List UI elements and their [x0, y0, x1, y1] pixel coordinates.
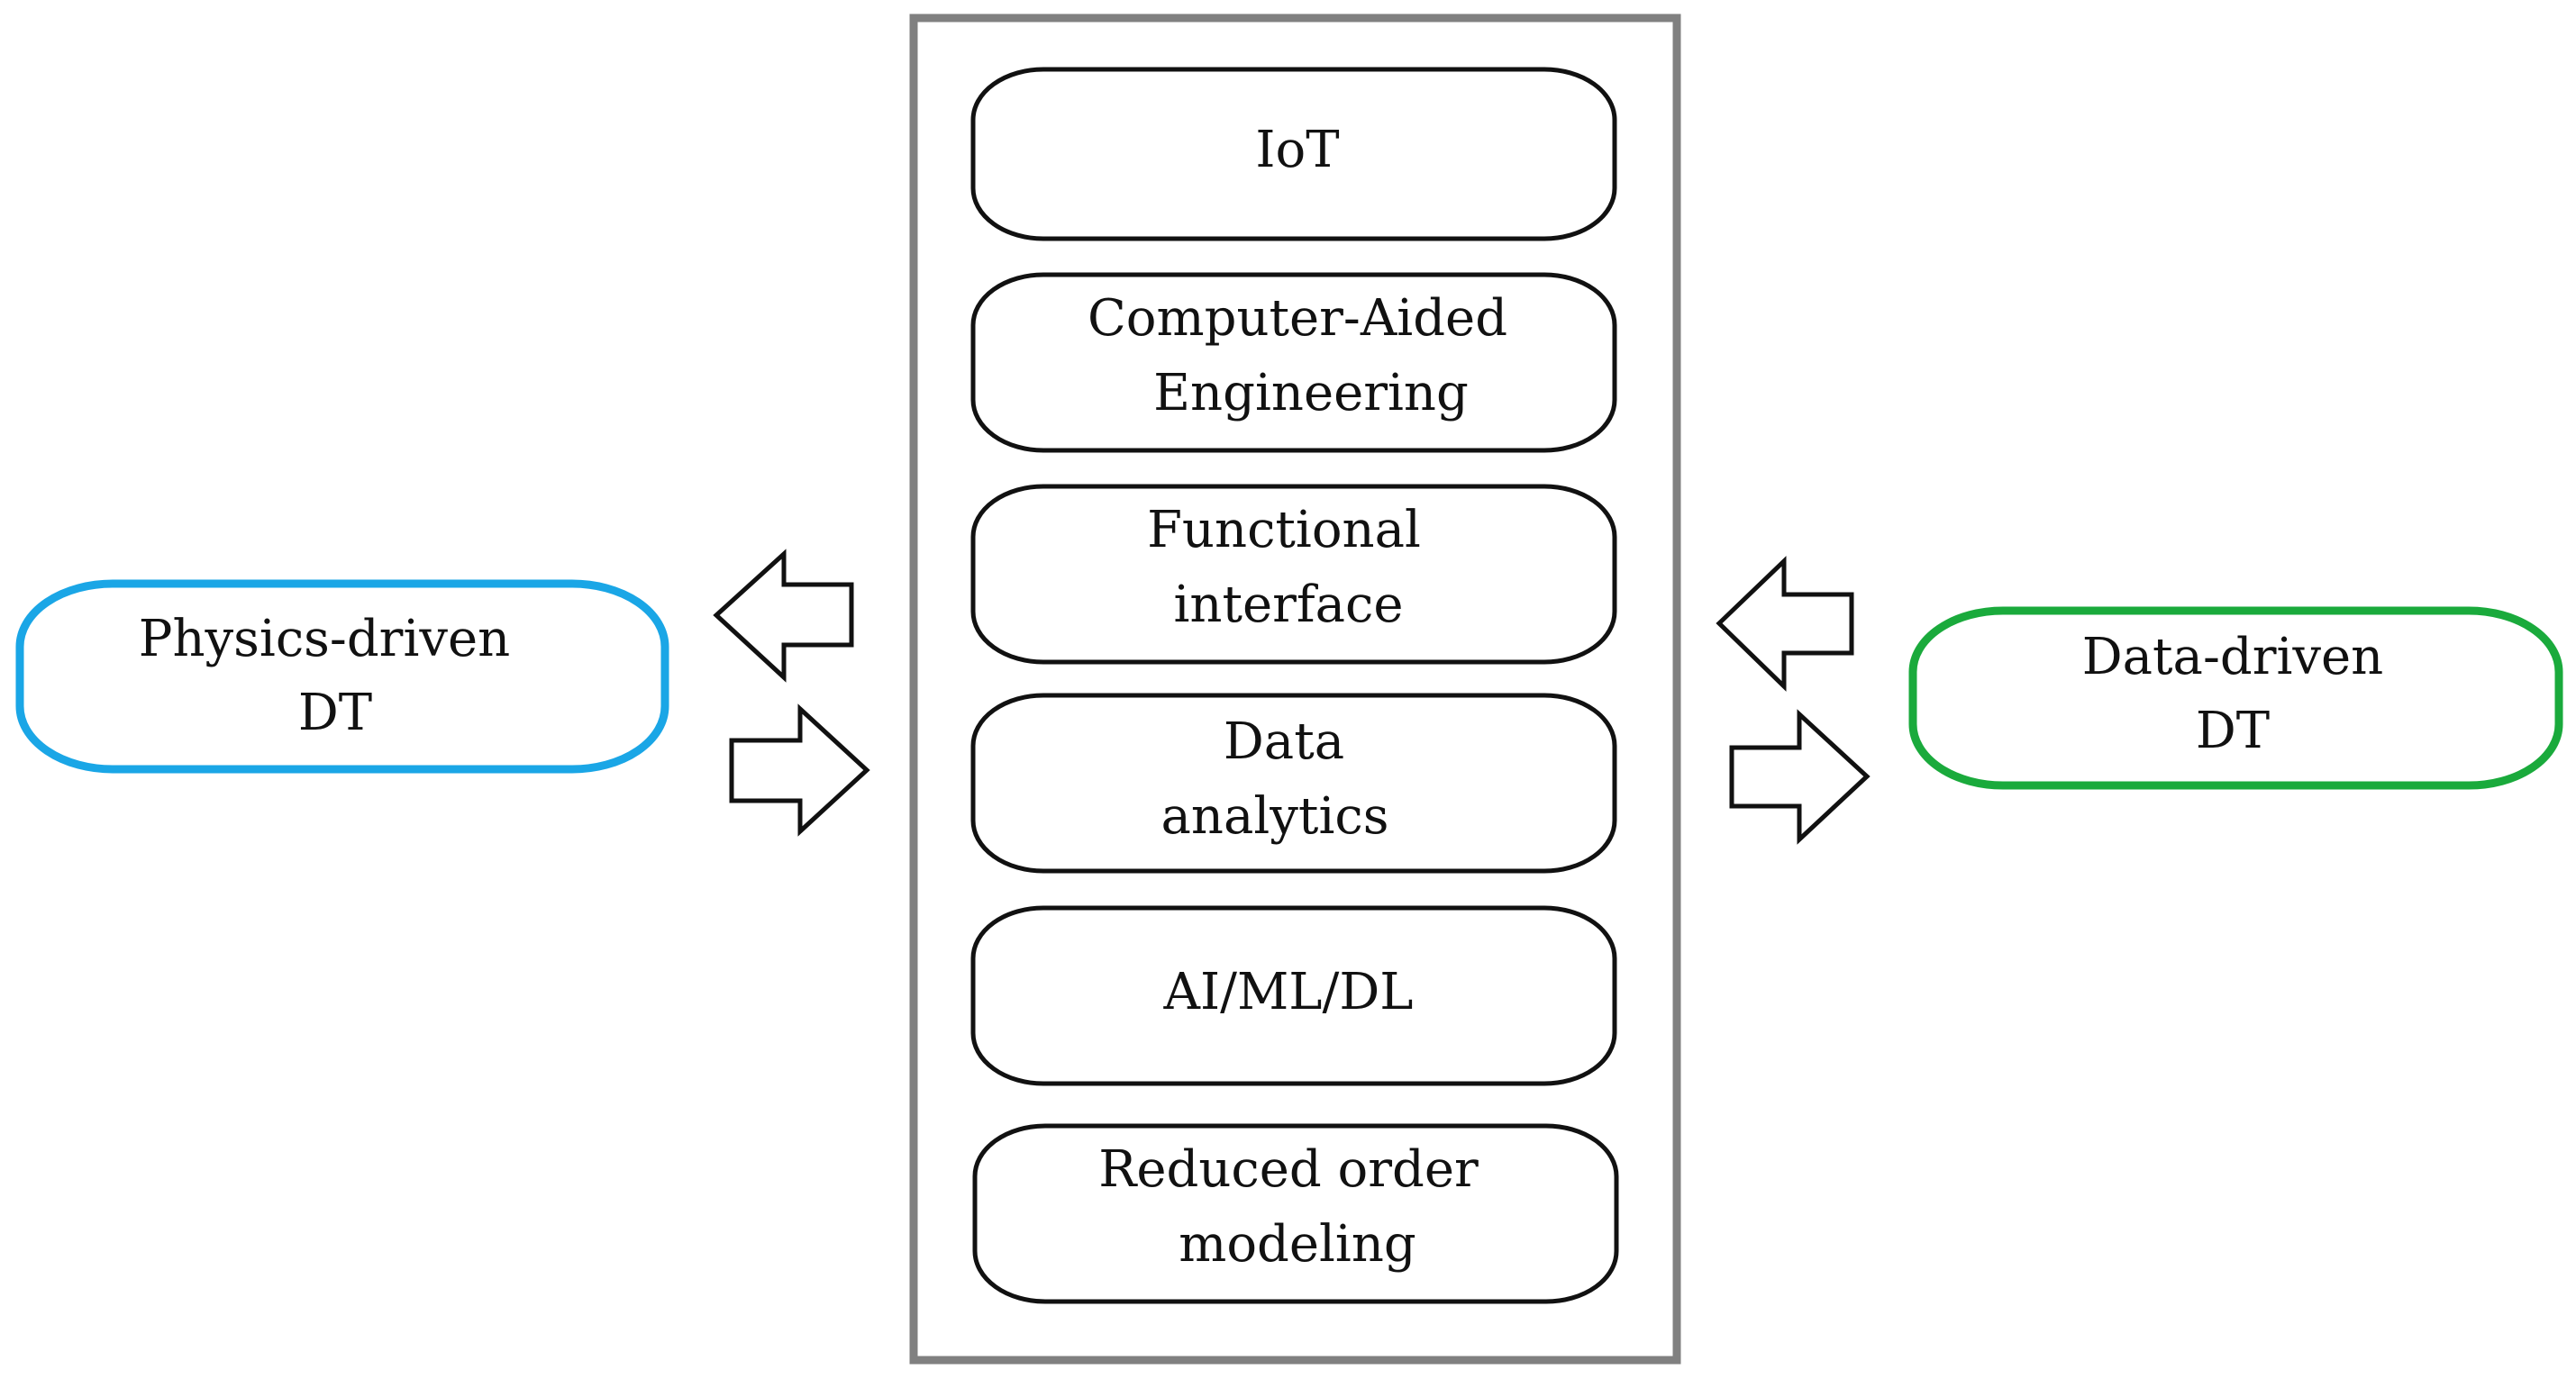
tech-item-cae-box — [970, 272, 1617, 453]
arrow-left-icon — [713, 549, 854, 683]
tech-item-functional-label-line1: Functional — [1147, 501, 1421, 559]
arrow-right-icon — [729, 703, 870, 837]
physics-driven-dt-box: Physics-driven DT — [15, 579, 669, 774]
tech-item-ai-label: AI/ML/DL — [1163, 963, 1414, 1021]
tech-item-reduced-order-modeling: Reduced order modeling — [972, 1123, 1619, 1304]
tech-item-functional-interface: Functional interface — [970, 484, 1617, 665]
tech-item-functional-label-line2: interface — [1173, 576, 1403, 634]
tech-item-cae-label-line1: Computer-Aided — [1088, 289, 1507, 348]
data-driven-label-line1: Data-driven — [2082, 628, 2383, 686]
tech-item-iot-box — [970, 67, 1617, 241]
tech-item-analytics-box — [970, 693, 1617, 874]
physics-driven-label-line2: DT — [298, 684, 372, 742]
arrow-right-icon — [1729, 709, 1871, 845]
data-driven-dt-border — [1908, 606, 2563, 790]
tech-item-rom-label-line1: Reduced order — [1098, 1140, 1479, 1199]
tech-item-rom-box — [972, 1123, 1619, 1304]
physics-driven-label-line1: Physics-driven — [139, 610, 510, 668]
tech-item-data-analytics: Data analytics — [970, 693, 1617, 874]
tech-item-iot: IoT — [970, 67, 1617, 241]
arrow-left-icon — [1716, 556, 1854, 692]
tech-item-computer-aided-engineering: Computer-Aided Engineering — [970, 272, 1617, 453]
data-driven-dt-box: Data-driven DT — [1908, 606, 2563, 790]
tech-item-iot-label: IoT — [1255, 121, 1339, 179]
tech-item-cae-label-line2: Engineering — [1153, 364, 1469, 422]
tech-item-ai-box — [970, 905, 1617, 1086]
tech-item-analytics-label-line1: Data — [1224, 712, 1344, 771]
tech-item-functional-box — [970, 484, 1617, 665]
data-driven-label-line2: DT — [2196, 702, 2270, 760]
tech-item-ai-ml-dl: AI/ML/DL — [970, 905, 1617, 1086]
technology-stack: IoT Computer-Aided Engineering Functiona… — [909, 14, 1681, 1365]
tech-item-analytics-label-line2: analytics — [1161, 787, 1389, 846]
physics-driven-dt-border — [15, 579, 669, 774]
tech-item-rom-label-line2: modeling — [1179, 1215, 1416, 1274]
